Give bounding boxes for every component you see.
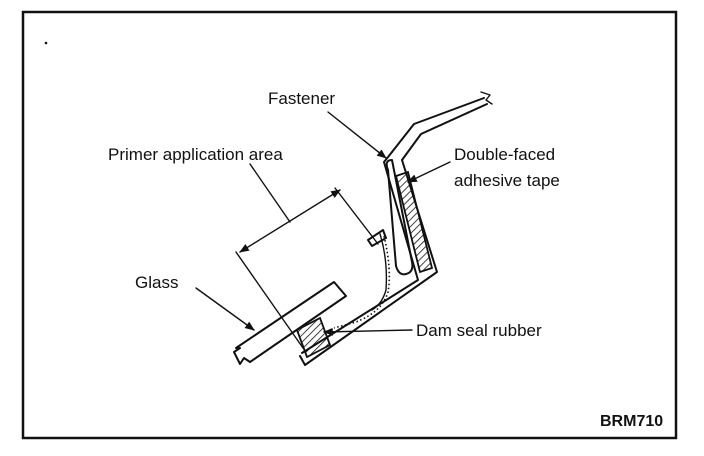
molding-lip: [367, 229, 387, 247]
label-fastener: Fastener: [268, 89, 335, 108]
label-dam-seal: Dam seal rubber: [416, 321, 542, 340]
primer-leader: [249, 163, 291, 223]
roof-panel-inner: [401, 103, 488, 161]
glass-pane: [233, 281, 347, 365]
roof-panel-end: [480, 91, 493, 105]
adhesive-tape: [394, 170, 434, 274]
speck: [44, 41, 48, 45]
label-tape-line1: Double-faced: [454, 145, 555, 164]
label-tape-line2: adhesive tape: [454, 171, 560, 190]
fastener-slot: [385, 159, 414, 276]
fastener-leader: [327, 111, 387, 159]
primer-ext-line-left: [235, 251, 304, 349]
dam-leader: [323, 327, 413, 336]
tape-leader: [407, 161, 451, 183]
figure-code: BRM710: [600, 413, 663, 430]
diagram-frame: [21, 10, 678, 440]
molding-lip-stem: [371, 233, 388, 311]
label-primer-area: Primer application area: [108, 145, 283, 164]
glass-leader: [195, 287, 255, 331]
primer-ext-line-right: [334, 187, 379, 245]
sealant-bead: [333, 235, 391, 329]
roof-panel: [391, 97, 485, 153]
label-glass: Glass: [135, 273, 178, 292]
molding-outer: [301, 151, 419, 354]
